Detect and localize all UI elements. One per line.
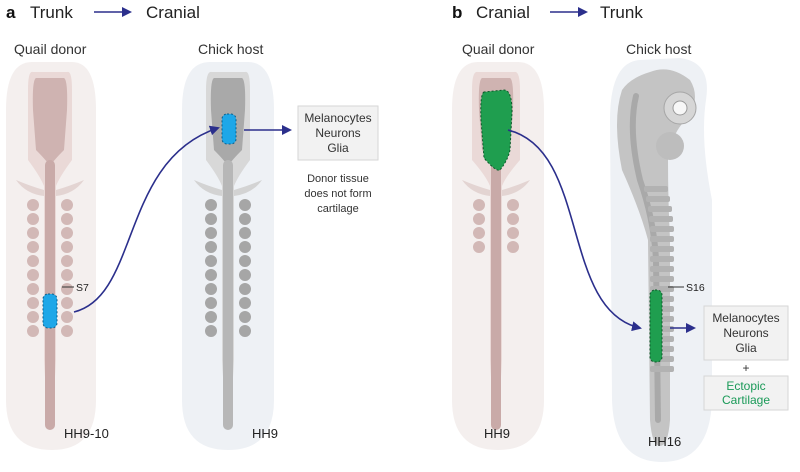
panel-b-letter: b <box>452 3 462 22</box>
donor-somites <box>473 199 519 253</box>
panel-a-letter: a <box>6 3 16 22</box>
panel-b-ectopic-line-1: Ectopic <box>726 379 765 393</box>
host-heart <box>656 132 684 160</box>
panel-b-result-line-3: Glia <box>735 341 757 355</box>
panel-b-ectopic-box <box>703 375 789 411</box>
panel-b-plus-sign: + <box>742 361 749 375</box>
panel-b-ectopic-line-2: Cartilage <box>722 393 770 407</box>
panel-b: b Cranial Trunk Quail donor Chick host <box>452 3 789 462</box>
panel-b-donor-label: Quail donor <box>462 41 535 57</box>
panel-a-result-line-2: Neurons <box>315 126 360 140</box>
panel-b-chick-host-embryo: S16 <box>610 58 712 462</box>
panel-a-chick-host-embryo <box>182 62 274 450</box>
panel-a-note-line-3: cartilage <box>317 203 359 215</box>
panel-b-host-label: Chick host <box>626 41 691 57</box>
panel-a-note-line-1: Donor tissue <box>307 173 369 185</box>
host-neural-tube <box>223 160 233 430</box>
panel-b-donor-stage: HH9 <box>484 426 510 441</box>
panel-a-segment-label: S7 <box>76 282 89 294</box>
host-somites <box>205 199 251 337</box>
panel-b-result-line-2: Neurons <box>723 326 768 340</box>
donor-neural-tube <box>491 160 501 430</box>
panel-b-graft-arrow <box>507 129 642 332</box>
panel-a-result-box <box>297 105 379 161</box>
panel-a-to-label: Cranial <box>146 3 200 22</box>
cranial-graft-host <box>649 289 663 363</box>
panel-b-to-label: Trunk <box>600 3 643 22</box>
panel-b-result-box <box>703 305 789 361</box>
panel-a: a Trunk Cranial Quail donor Chick host <box>6 3 379 450</box>
panel-b-host-stage: HH16 <box>648 434 681 449</box>
panel-a-from-label: Trunk <box>30 3 73 22</box>
panel-b-quail-donor-embryo <box>452 62 544 450</box>
panel-b-result-line-1: Melanocytes <box>712 311 779 325</box>
panel-a-host-stage: HH9 <box>252 426 278 441</box>
panel-b-segment-label: S16 <box>686 282 705 294</box>
panel-a-donor-stage: HH9-10 <box>64 426 109 441</box>
panel-a-result-line-3: Glia <box>327 141 349 155</box>
host-neural-tube <box>629 93 661 423</box>
donor-somites <box>27 199 73 337</box>
panel-b-from-label: Cranial <box>476 3 530 22</box>
panel-a-note-line-2: does not form <box>304 188 371 200</box>
panel-a-host-label: Chick host <box>198 41 263 57</box>
trunk-graft-donor <box>42 293 58 329</box>
host-lens <box>672 100 688 116</box>
donor-head-fold <box>32 78 68 166</box>
panel-a-result-line-1: Melanocytes <box>304 111 371 125</box>
trunk-graft-host <box>221 113 237 145</box>
panel-a-donor-label: Quail donor <box>14 41 87 57</box>
donor-lateral-fold <box>56 180 84 196</box>
cranial-graft-donor <box>480 89 513 171</box>
panel-a-quail-donor-embryo: S7 <box>6 62 96 450</box>
panel-a-graft-arrow <box>73 125 220 313</box>
